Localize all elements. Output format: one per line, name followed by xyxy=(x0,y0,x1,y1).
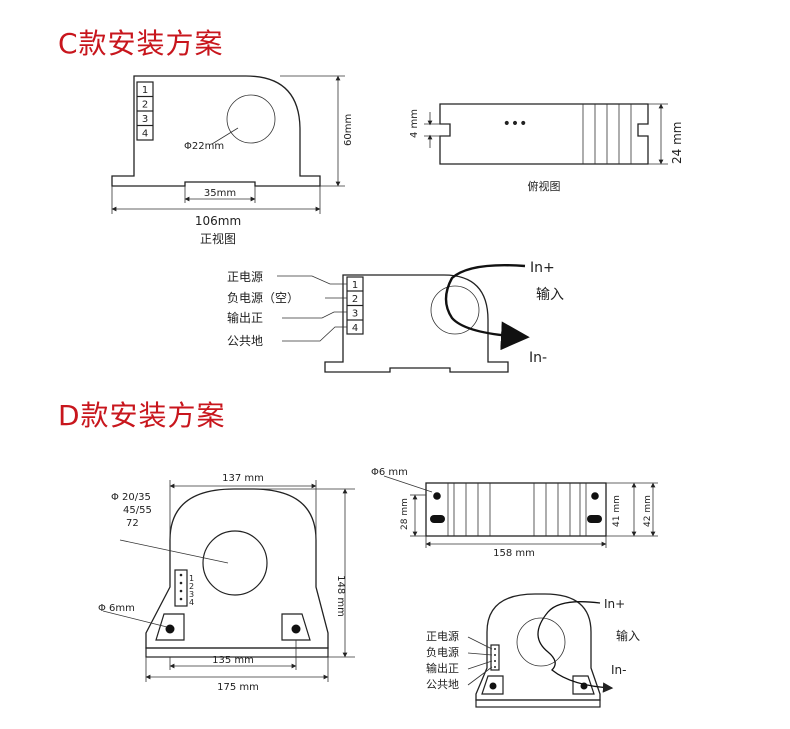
section-title-d: D款安装方案 xyxy=(58,399,226,432)
d-top-length-label: 158 mm xyxy=(493,548,535,559)
d-front-base-inner-label: 135 mm xyxy=(212,655,254,666)
c-front-view-label: 正视图 xyxy=(200,231,236,246)
d-wiring-input-label: 输入 xyxy=(616,628,640,643)
d-front-hole-size-3: 72 xyxy=(126,518,139,529)
c-front-pin-4: 4 xyxy=(142,129,148,140)
c-wiring-pin-2: 2 xyxy=(352,294,358,305)
d-wiring-label-2: 负电源 xyxy=(426,645,459,659)
d-front-pin-2: 2 xyxy=(189,582,194,591)
section-title-c: C款安装方案 xyxy=(58,27,224,60)
d-front-view: 1 2 3 4 Φ 6mm Φ 20/35 45/55 72 137 mm 14… xyxy=(98,473,355,693)
c-front-base-width-label: 35mm xyxy=(204,188,236,199)
d-top-hole-label: Φ6 mm xyxy=(371,467,408,478)
d-top-inner-height-label: 41 mm xyxy=(612,495,622,527)
d-front-height-label: 148 mm xyxy=(335,575,346,617)
c-front-pin-1: 1 xyxy=(142,85,148,96)
d-front-width-top-label: 137 mm xyxy=(222,473,264,484)
c-front-hole-label: Φ22mm xyxy=(184,141,224,152)
d-wiring-label-3: 输出正 xyxy=(426,661,459,675)
d-front-pin-1: 1 xyxy=(189,574,194,583)
d-front-hole-size-2: 45/55 xyxy=(123,505,152,516)
c-top-view-label: 俯视图 xyxy=(528,179,561,193)
c-front-width-label: 106mm xyxy=(195,214,241,228)
d-wiring-label-1: 正电源 xyxy=(426,629,459,643)
c-wiring-label-3: 输出正 xyxy=(227,310,263,325)
d-wiring-label-4: 公共地 xyxy=(426,678,459,691)
c-wiring-pin-4: 4 xyxy=(352,323,358,334)
d-top-view: Φ6 mm 28 mm 41 mm 42 mm 158 mm xyxy=(371,467,658,559)
d-top-outer-height-label: 42 mm xyxy=(643,495,653,527)
c-front-pin-2: 2 xyxy=(142,100,148,111)
c-top-view: ••• 4 mm 24 mm 俯视图 xyxy=(409,103,684,193)
c-wiring-view: 1 2 3 4 正电源 负电源（空） 输出正 公共地 In+ In- 输入 xyxy=(227,260,564,373)
d-front-pin-4: 4 xyxy=(189,598,194,607)
d-front-base-outer-label: 175 mm xyxy=(217,682,259,693)
d-wiring-in-minus: In- xyxy=(611,663,626,677)
c-wiring-pin-3: 3 xyxy=(352,309,358,320)
d-wiring-view: In+ In- 输入 正电源 负电源 输出正 公共地 xyxy=(426,593,640,708)
d-front-hole-size-1: Φ 20/35 xyxy=(111,492,151,503)
c-wiring-label-2: 负电源（空） xyxy=(227,291,299,305)
d-front-mount-hole-label: Φ 6mm xyxy=(98,603,135,614)
c-top-slot-label: 4 mm xyxy=(409,109,420,138)
c-front-view: 1 2 3 4 Φ22mm 60mm 35mm 106mm 正视图 xyxy=(111,75,354,246)
c-wiring-in-plus: In+ xyxy=(530,260,555,276)
c-wiring-label-4: 公共地 xyxy=(227,334,263,348)
c-wiring-label-1: 正电源 xyxy=(227,270,263,284)
d-front-pin-3: 3 xyxy=(189,590,194,599)
d-top-slot-label: 28 mm xyxy=(400,498,410,530)
c-top-height-label: 24 mm xyxy=(670,122,684,164)
c-front-pin-3: 3 xyxy=(142,114,148,125)
d-wiring-in-plus: In+ xyxy=(604,597,625,611)
c-wiring-input-label: 输入 xyxy=(536,287,564,303)
c-front-height-label: 60mm xyxy=(343,114,354,146)
c-wiring-pin-1: 1 xyxy=(352,280,358,291)
c-wiring-in-minus: In- xyxy=(529,350,547,366)
c-top-dots: ••• xyxy=(503,116,528,132)
